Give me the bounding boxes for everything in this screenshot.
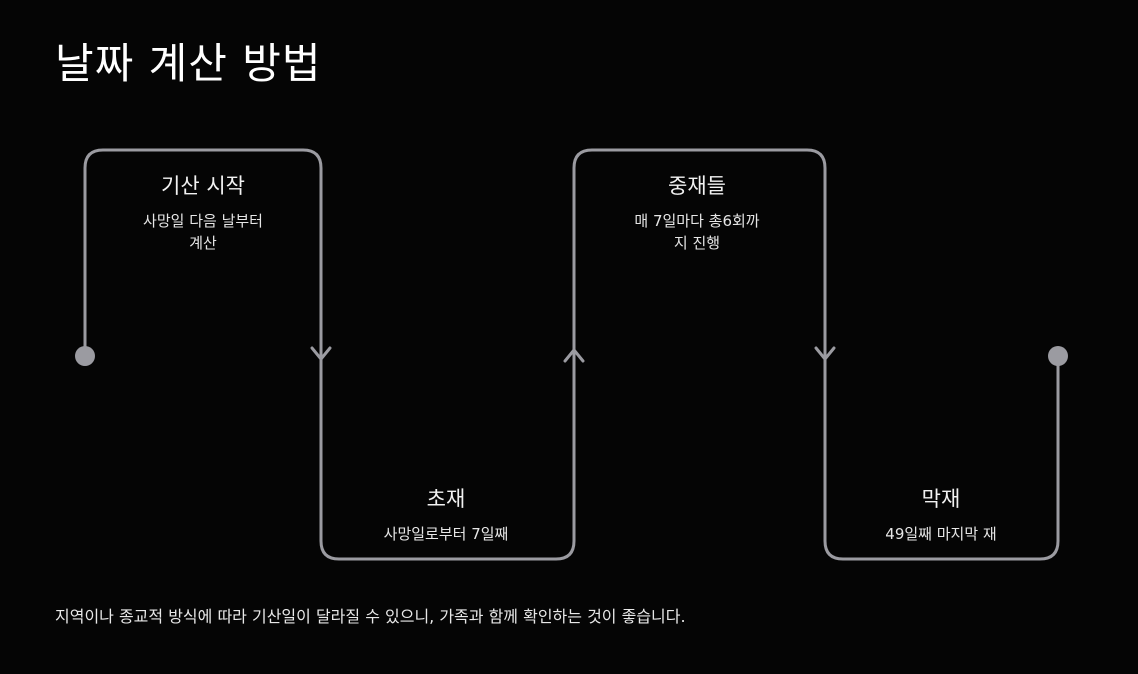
step-desc-line: 49일째 마지막 재 bbox=[885, 525, 997, 543]
step-start: 기산 시작 사망일 다음 날부터 계산 bbox=[83, 170, 323, 254]
step-desc-line: 사망일 다음 날부터 bbox=[143, 212, 263, 230]
step-final-rite: 막재 49일째 마지막 재 bbox=[821, 483, 1061, 545]
step-desc-line: 매 7일마다 총6회까 bbox=[634, 212, 760, 230]
arrow-down-icon bbox=[310, 346, 332, 361]
page-title: 날짜 계산 방법 bbox=[55, 39, 322, 88]
step-title: 기산 시작 bbox=[161, 174, 245, 198]
arrow-up-icon bbox=[563, 348, 585, 363]
step-title: 중재들 bbox=[668, 174, 726, 198]
end-dot bbox=[1048, 346, 1068, 366]
wave-line bbox=[83, 148, 1060, 561]
step-first-rite: 초재 사망일로부터 7일째 bbox=[326, 483, 566, 545]
step-title: 초재 bbox=[426, 487, 466, 511]
step-desc-line: 지 진행 bbox=[673, 234, 721, 252]
footnote: 지역이나 종교적 방식에 따라 기산일이 달라질 수 있으니, 가족과 함께 확… bbox=[55, 607, 686, 626]
step-desc-line: 사망일로부터 7일째 bbox=[383, 525, 509, 543]
arrow-down-icon bbox=[814, 346, 836, 361]
start-dot bbox=[75, 346, 95, 366]
step-desc-line: 계산 bbox=[189, 234, 217, 252]
step-title: 막재 bbox=[921, 487, 961, 511]
step-middle-rites: 중재들 매 7일마다 총6회까 지 진행 bbox=[577, 170, 817, 254]
